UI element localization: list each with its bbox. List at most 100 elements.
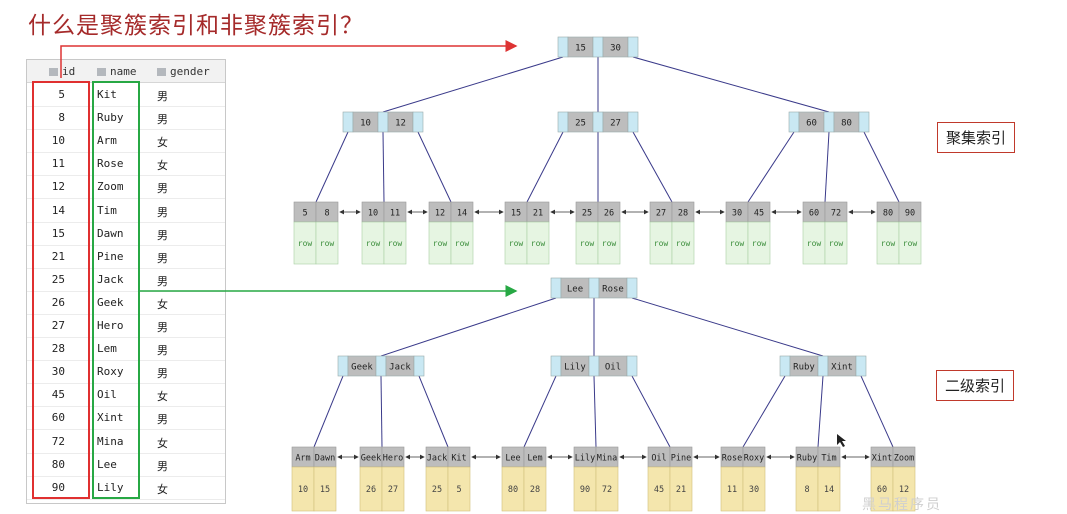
clustered-pointer-arrow <box>60 40 518 78</box>
leaf-value: 5 <box>456 485 461 495</box>
cell-id: 5 <box>58 88 65 101</box>
pointer-cell <box>592 111 604 133</box>
column-header-name[interactable]: name <box>97 65 137 78</box>
leaf-value: row <box>903 239 918 248</box>
leaf-value: row <box>676 239 691 248</box>
pointer-cell <box>626 355 638 377</box>
node-key: 27 <box>610 119 621 129</box>
leaf-value: 27 <box>388 485 398 495</box>
pointer-cell <box>817 355 829 377</box>
leaf-key: Lily <box>575 454 595 464</box>
node-key: 80 <box>841 119 852 129</box>
tree-edge <box>747 131 795 203</box>
leaf-value: row <box>388 239 403 248</box>
pointer-cell <box>823 111 835 133</box>
column-header-gender[interactable]: gender <box>157 65 210 78</box>
leaf-value: row <box>654 239 669 248</box>
cell-id: 10 <box>51 134 65 148</box>
cell-name: Tim <box>97 203 117 217</box>
leaf-value: row <box>366 239 381 248</box>
cell-id: 90 <box>51 480 65 494</box>
cell-name: Mina <box>97 434 124 448</box>
cell-gender: 女 <box>157 436 168 450</box>
leaf-value-cell <box>526 221 550 265</box>
leaf-key: 21 <box>533 209 543 219</box>
leaf-key: 8 <box>324 209 329 219</box>
leaf-value-cell <box>597 221 621 265</box>
cell-gender: 男 <box>157 182 168 196</box>
cell-name: Roxy <box>97 365 124 379</box>
leaf-key: 10 <box>368 209 378 219</box>
leaf-key: Kit <box>451 454 466 464</box>
leaf-key: 11 <box>390 209 400 219</box>
tree-edge <box>631 297 824 357</box>
cell-name: Kit <box>97 88 117 101</box>
cell-name: Lem <box>97 342 117 356</box>
leaf-value: row <box>455 239 470 248</box>
node-key: 30 <box>610 44 621 54</box>
leaf-value: row <box>531 239 546 248</box>
tree-edge <box>593 375 597 448</box>
cell-gender: 男 <box>157 321 168 334</box>
pointer-cell <box>779 355 791 377</box>
leaf-value: row <box>509 239 524 248</box>
leaf-key: 27 <box>656 209 666 219</box>
node-key: Lee <box>567 285 583 295</box>
column-header-id[interactable]: id <box>49 65 75 78</box>
tree-edge <box>382 131 385 203</box>
cell-name: Dawn <box>97 226 124 240</box>
leaf-value: row <box>829 239 844 248</box>
pointer-cell <box>855 355 867 377</box>
cell-name: Arm <box>97 134 117 148</box>
leaf-key: 90 <box>905 209 915 219</box>
cell-gender: 女 <box>157 482 168 496</box>
tree-edge <box>382 56 564 113</box>
cell-name: Hero <box>97 319 124 332</box>
leaf-value: row <box>807 239 822 248</box>
column-icon <box>157 68 166 76</box>
cell-id: 11 <box>51 157 65 171</box>
tree-edge <box>631 375 671 448</box>
tree-edge <box>417 131 452 203</box>
leaf-key: Mina <box>597 454 617 464</box>
leaf-value: 80 <box>508 485 518 495</box>
leaf-value: 60 <box>877 485 887 495</box>
node-key: 25 <box>575 119 586 129</box>
cell-name: Oil <box>97 388 117 402</box>
leaf-value: row <box>881 239 896 248</box>
pointer-cell <box>626 277 638 299</box>
table-row[interactable]: 90 Lily 女 <box>27 476 225 500</box>
cell-name: Lily <box>97 480 124 494</box>
cell-gender: 男 <box>157 228 168 242</box>
leaf-key: Jack <box>427 454 447 464</box>
leaf-value-cell <box>898 221 922 265</box>
cell-id: 21 <box>51 249 65 263</box>
leaf-key: Oil <box>651 454 666 464</box>
node-key: Jack <box>389 363 411 373</box>
leaf-key: 14 <box>457 209 467 219</box>
